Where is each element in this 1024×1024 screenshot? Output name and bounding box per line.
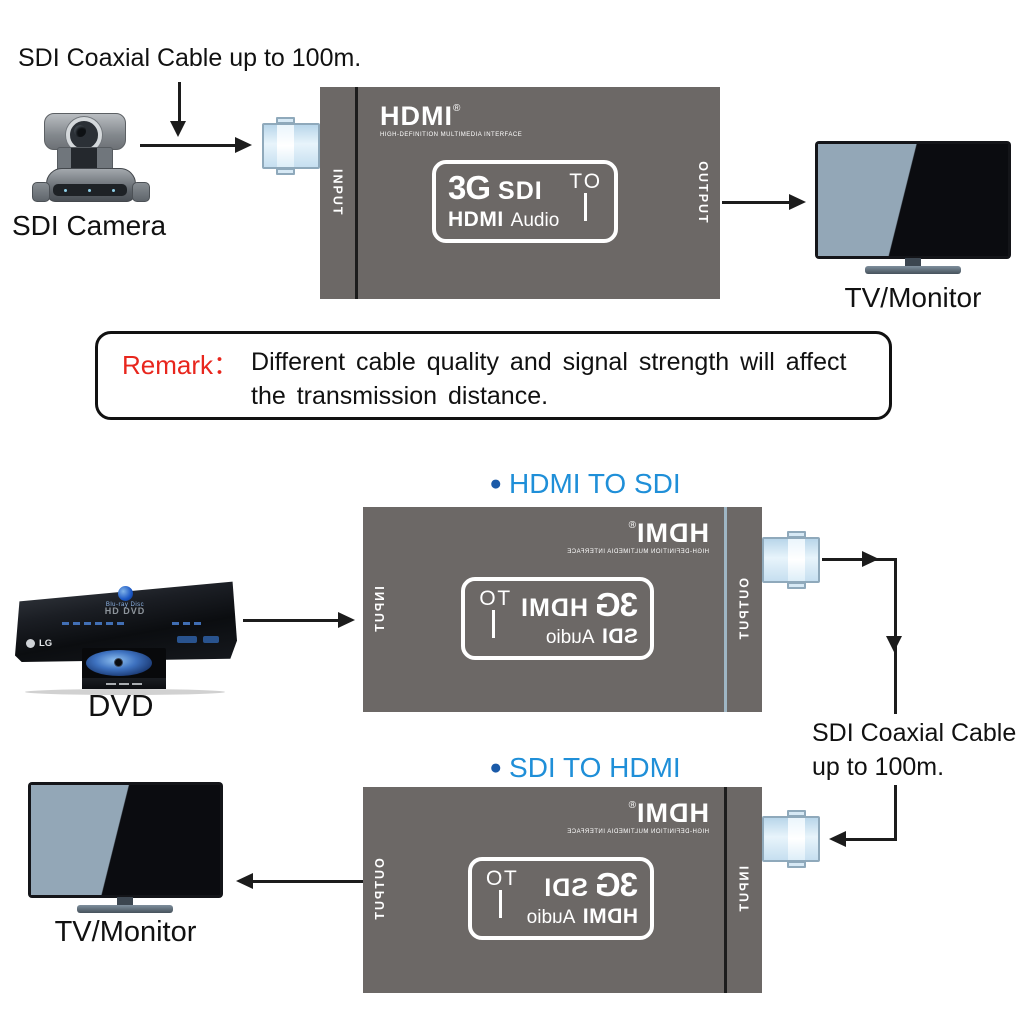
section-title-sdi-to-hdmi: ●SDI TO HDMI — [489, 752, 681, 783]
tv-stand-base — [77, 905, 173, 913]
remark-box: Remark： Different cable quality and sign… — [95, 331, 892, 420]
remark-label: Remark： — [122, 350, 240, 380]
bnc-connector-icon — [262, 117, 320, 175]
down-arrow-head-icon — [170, 121, 186, 137]
dvd-arrow-head-icon — [338, 612, 355, 628]
coax-line-4 — [845, 838, 897, 841]
input-port-strip: INPUT — [320, 87, 355, 299]
tv-monitor-icon — [28, 782, 223, 898]
tv-label: TV/Monitor — [54, 916, 197, 948]
dvd-label: DVD — [88, 688, 154, 723]
tv-stand-base — [865, 266, 961, 274]
top-cable-label: SDI Coaxial Cable up to 100m. — [18, 44, 362, 72]
output-port-label: OUTPUT — [696, 161, 710, 225]
hdmi-logo: HDMI® HIGH-DEFINITION MULTIMEDIA INTERFA… — [380, 101, 523, 139]
emblem-to-mark: TO — [477, 587, 510, 638]
product-emblem: 3G HDMI SDI Audio TO — [461, 577, 654, 660]
input-port-label: INPUT — [330, 169, 345, 217]
tv-stand-neck — [117, 897, 133, 906]
output-port-label: OUTPUT — [737, 577, 752, 642]
converter-hdmi-to-sdi: OUTPUT HDMI® HIGH-DEFINITION MULTIMEDIA … — [363, 507, 762, 712]
camera-arrow-line — [140, 144, 235, 147]
lg-logo: LG — [26, 638, 52, 649]
coax-line-3 — [894, 785, 897, 840]
coax-cable-note: SDI Coaxial Cable up to 100m. — [812, 719, 1017, 781]
bluray-logo: Blu-ray Disc — [88, 586, 162, 608]
hdmi-logo: HDMI® HIGH-DEFINITION MULTIMEDIA INTERFA… — [566, 798, 709, 835]
panel-divider — [724, 507, 727, 712]
product-emblem: 3G SDI HDMI Audio TO — [467, 857, 654, 940]
bnc-connector-icon — [762, 531, 820, 589]
hd-dvd-logo: HD DVD — [104, 606, 146, 616]
hdmi-logo: HDMI® HIGH-DEFINITION MULTIMEDIA INTERFA… — [566, 518, 709, 555]
panel-divider — [724, 787, 727, 993]
tv2-arrow-head-icon — [236, 873, 253, 889]
section-title-hdmi-to-sdi: ●HDMI TO SDI — [489, 468, 681, 499]
tv-label: TV/Monitor — [844, 282, 982, 313]
tv-arrow-head-icon — [789, 194, 806, 210]
down-arrow-line — [178, 82, 181, 122]
product-emblem: 3G SDI HDMI Audio TO — [432, 160, 619, 243]
converter-sdi-to-hdmi-top: INPUT HDMI® HIGH-DEFINITION MULTIMEDIA I… — [320, 87, 720, 299]
coax-line-1 — [822, 558, 897, 561]
coax-arrow-left-icon — [829, 831, 846, 847]
emblem-to-mark: TO — [569, 171, 602, 221]
camera-label: SDI Camera — [12, 210, 167, 241]
output-port-strip: OUTPUT — [727, 507, 762, 712]
bullet-icon: ● — [489, 756, 503, 779]
tv2-arrow-line — [252, 880, 363, 883]
tv-stand-neck — [905, 258, 921, 267]
input-port-label: INPUT — [737, 866, 752, 914]
coax-arrow-right-icon — [862, 551, 879, 567]
input-port-label: INPUT — [373, 585, 387, 634]
coax-arrow-down-icon — [886, 636, 902, 652]
dvd-arrow-line — [243, 619, 338, 622]
output-port-label: OUTPUT — [373, 858, 387, 922]
emblem-to-mark: TO — [484, 867, 517, 918]
panel-divider — [355, 87, 358, 299]
converter-sdi-to-hdmi-bottom: INPUT HDMI® HIGH-DEFINITION MULTIMEDIA I… — [363, 787, 762, 993]
remark-text: Different cable quality and signal stren… — [251, 348, 847, 410]
bullet-icon: ● — [489, 472, 503, 495]
tv-monitor-icon — [815, 141, 1011, 259]
bnc-connector-icon — [762, 810, 820, 868]
camera-arrow-head-icon — [235, 137, 252, 153]
input-port-strip: INPUT — [727, 787, 762, 993]
tv-arrow-line — [722, 201, 790, 204]
